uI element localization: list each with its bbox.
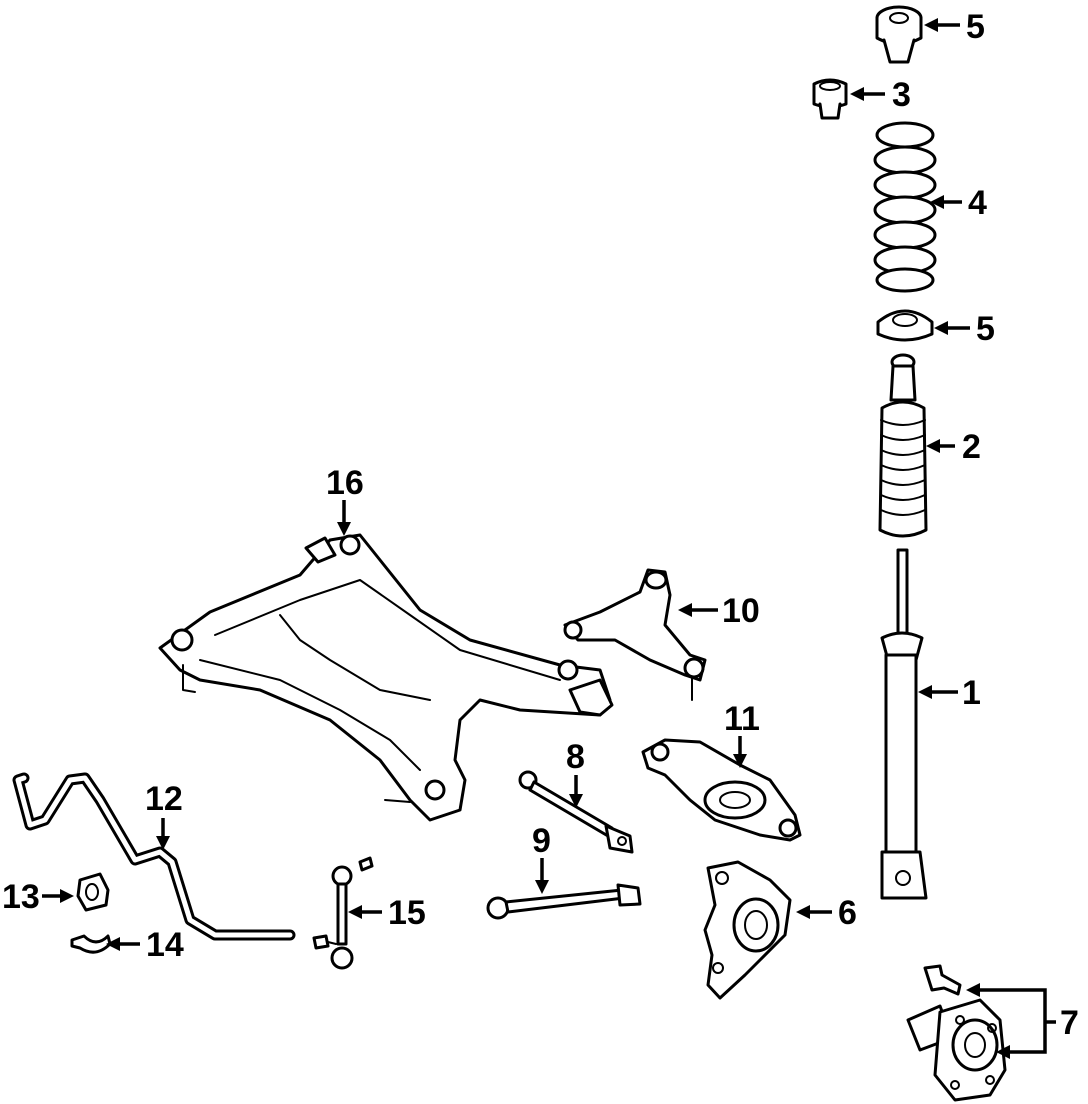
part-16-rear-subframe [158,533,614,822]
callout-4: 4 [968,184,987,222]
callout-9: 9 [532,822,551,860]
part-1-shock-absorber [880,548,928,900]
part-9-toe-link [486,883,642,920]
part-11-lower-control-arm [641,738,802,842]
part-2-dust-boot [878,353,928,538]
leader-arrows [42,18,1056,1059]
arrow-1-head [918,685,932,699]
arrow-13-head [60,889,74,903]
part-3-bound-bumper-cap [812,78,848,120]
arrow-14-head [106,937,120,951]
arrow-2-head [926,439,940,453]
callout-16: 16 [326,464,364,502]
part-5-upper-insulator [875,5,923,64]
callout-11: 11 [724,700,760,738]
part-8-lateral-link [518,770,634,854]
arrow-11-head [733,754,747,768]
part-7-hub-bearing [906,964,1007,1102]
arrow-7-head-bolt [966,983,980,997]
arrow-12-head [156,836,170,850]
callout-3: 3 [892,76,911,114]
callout-15: 15 [388,894,426,932]
callout-5-upper: 5 [966,8,985,46]
arrow-5b-head [934,321,948,335]
callout-13: 13 [2,878,40,916]
callout-labels: 5 3 4 5 2 1 16 10 11 8 9 12 13 14 15 6 7 [2,8,1079,1042]
callout-6: 6 [838,894,857,932]
callout-12: 12 [145,780,183,818]
arrow-10-head [678,603,692,617]
part-10-upper-control-arm [563,568,707,701]
callout-1: 1 [962,674,981,712]
part-4-coil-spring [873,121,937,293]
callout-5-lower: 5 [976,310,995,348]
callout-7: 7 [1060,1004,1079,1042]
part-13-stabilizer-bushing [76,872,110,912]
arrow-5a-head [924,18,938,32]
callout-8: 8 [566,738,585,776]
callout-14: 14 [146,926,184,964]
arrow-16-head [337,522,351,536]
part-5-lower-insulator [876,309,934,342]
arrow-3-head [850,87,864,101]
arrow-15-head [348,905,362,919]
arrow-8-head [569,794,583,808]
part-6-knuckle [703,860,792,1000]
callout-10: 10 [722,592,760,630]
arrow-6-head [796,905,810,919]
arrow-9-head [535,880,549,894]
arrow-4-head [930,195,944,209]
part-14-bushing-clamp [70,934,112,954]
part-15-stabilizer-link [312,856,374,970]
callout-2: 2 [962,428,981,466]
part-12-stabilizer-bar [12,772,296,941]
arrow-7-head-hub [996,1045,1010,1059]
